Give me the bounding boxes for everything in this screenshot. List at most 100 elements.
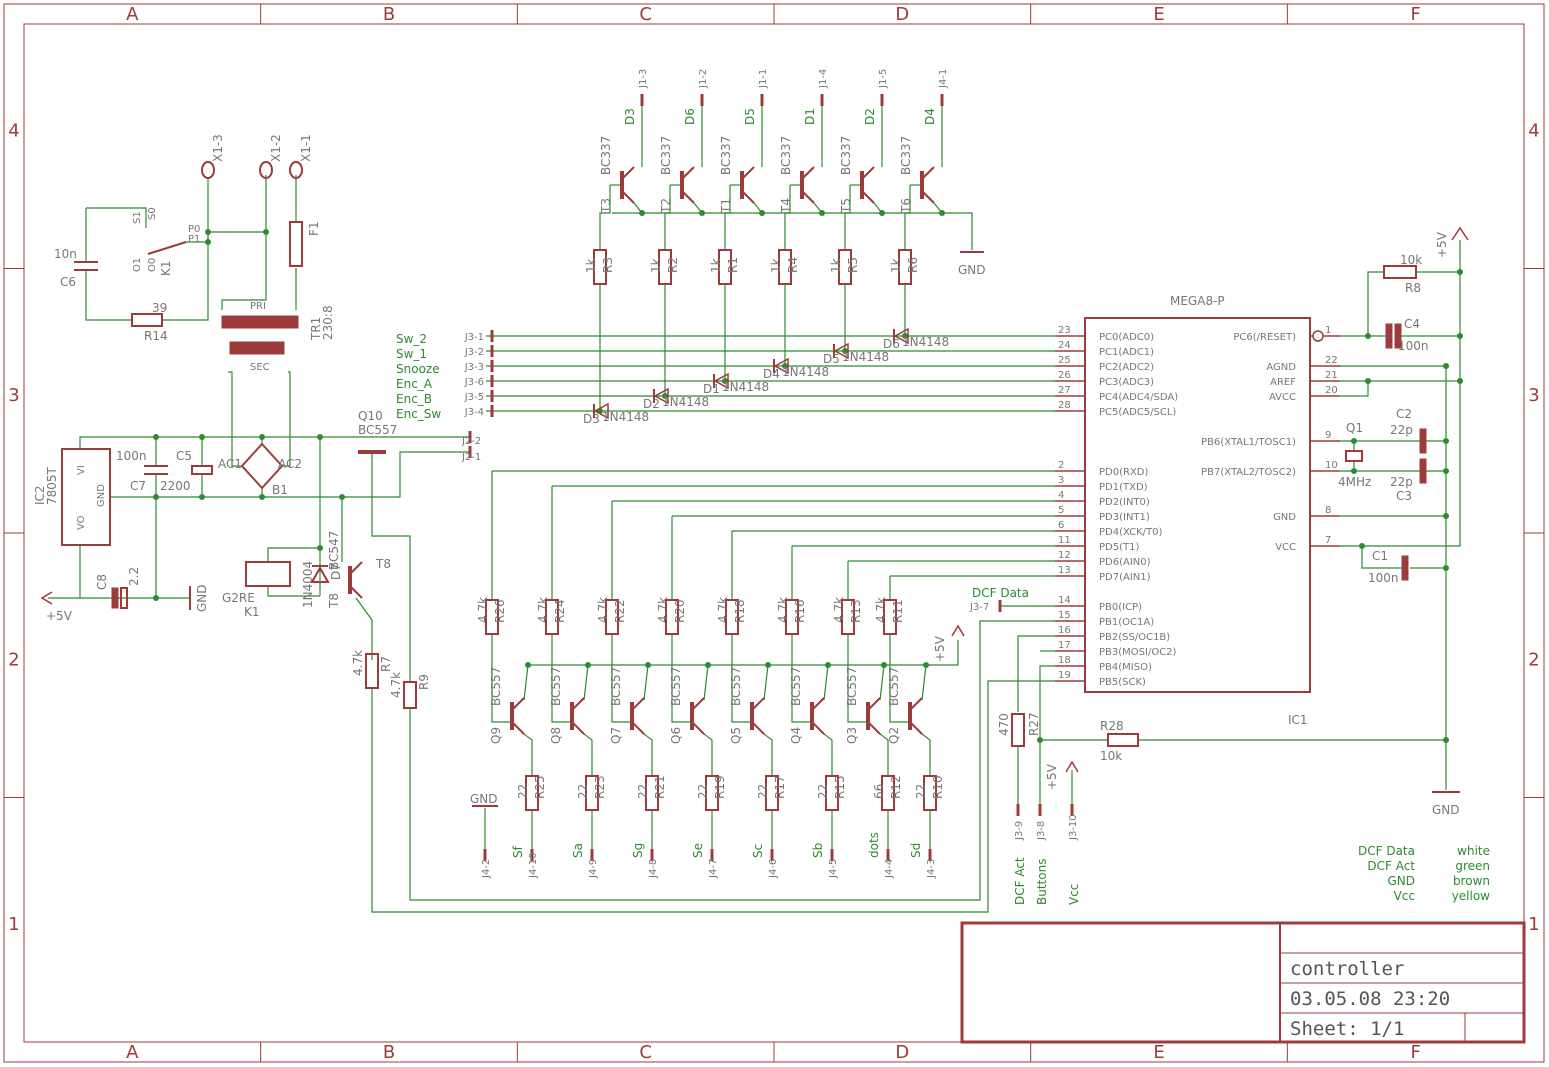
transistor-collector	[691, 697, 705, 711]
wire	[921, 664, 927, 701]
resistor-body	[485, 599, 499, 635]
vcc-arrow	[40, 591, 53, 605]
row-label-right: 3	[1528, 385, 1539, 406]
r8-name: R8	[1405, 281, 1421, 295]
resistor-name: R4	[786, 257, 800, 273]
segment-net-label: Sa	[571, 843, 585, 858]
digit-net-label: D5	[743, 108, 757, 125]
wire	[583, 733, 593, 776]
screw-terminal	[201, 161, 215, 179]
row-label-left: 2	[8, 649, 19, 670]
resistor-body	[785, 599, 799, 635]
connector-label: J4-7	[708, 859, 719, 879]
resistor-body	[923, 775, 937, 811]
mcu-pin-name: PD5(T1)	[1099, 542, 1139, 553]
resistor-value: 4.7k	[832, 597, 846, 623]
r28-name: R28	[1100, 719, 1124, 733]
c7-value: 100n	[116, 449, 147, 463]
column-label-bottom: D	[895, 1042, 909, 1063]
resistor-name: R23	[593, 775, 607, 799]
mcu-pin-name: PC1(ADC1)	[1099, 347, 1154, 358]
transistor-type: BC557	[729, 667, 743, 706]
bottom-net-label: DCF Act	[1013, 857, 1027, 905]
diode-type: 1N4148	[662, 395, 709, 409]
c2-name: C2	[1396, 407, 1412, 421]
wire	[731, 634, 750, 723]
transistor-type: BC337	[899, 136, 913, 175]
mcu-pin-number: 27	[1058, 385, 1071, 396]
wire	[267, 547, 320, 562]
c8-plate	[120, 587, 128, 609]
relay-name: K1	[244, 605, 260, 619]
mcu-pin-name: PD6(AIN0)	[1099, 557, 1151, 568]
junction-dot	[317, 545, 323, 551]
resistor-value: 22	[516, 784, 530, 799]
c5-value: 2200	[160, 479, 191, 493]
r28-body	[1107, 733, 1139, 747]
resistor-value: 4.7k	[716, 597, 730, 623]
c8-value: 2.2	[127, 567, 141, 586]
resistor-value: 66	[872, 784, 886, 799]
dcf-conn-label: J3-7	[969, 602, 989, 613]
transistor-emitter	[801, 190, 815, 204]
transistor-name: T2	[659, 198, 673, 214]
resistor-name: R17	[773, 775, 787, 799]
mcu-pin-name: PD3(INT1)	[1099, 512, 1150, 523]
diode-name: D4	[763, 367, 780, 381]
segment-net-label: dots	[867, 832, 881, 858]
wire	[763, 664, 769, 701]
connector-label: J4-6	[768, 859, 779, 879]
diode-body	[653, 387, 669, 405]
c6-value: 10n	[54, 247, 77, 261]
wire	[228, 371, 242, 467]
resistor-body	[585, 775, 599, 811]
bridge-ac2: AC2	[278, 457, 302, 471]
resistor-name: R5	[846, 257, 860, 273]
transformer-primary	[221, 315, 299, 329]
connector-label: J3-3	[464, 362, 484, 373]
connector-label: J1-5	[878, 69, 889, 89]
transistor-type: BC557	[789, 667, 803, 706]
diode-name: D1	[703, 382, 720, 396]
legend-color: brown	[1453, 874, 1490, 888]
resistor-body	[545, 599, 559, 635]
mcu-pin-number: 14	[1058, 595, 1071, 606]
wire	[528, 640, 959, 666]
mcu-pin-name: PB3(MOSI/OC2)	[1099, 647, 1177, 658]
transistor-type: BC337	[839, 136, 853, 175]
reg-pin-gnd: GND	[96, 484, 107, 507]
f1-name: F1	[307, 221, 321, 236]
column-label-top: F	[1410, 4, 1420, 25]
wire	[724, 185, 731, 250]
transistor-type: BC337	[599, 136, 613, 175]
connector-label: J3-6	[464, 377, 484, 388]
mcu-pin-name: PC2(ADC2)	[1099, 362, 1154, 373]
wire	[664, 185, 671, 250]
r7-body	[365, 653, 379, 689]
connector-label: J4-8	[648, 859, 659, 879]
column-label-top: E	[1153, 4, 1164, 25]
r7-name: R7	[379, 656, 393, 672]
d7-name: D7	[329, 563, 343, 580]
transistor-name: Q2	[887, 727, 901, 744]
junction-dot	[205, 239, 211, 245]
bottom-net-label: Buttons	[1035, 859, 1049, 905]
mcu-pin-number: 28	[1058, 400, 1071, 411]
junction-dot	[1037, 737, 1043, 743]
resistor-body	[725, 599, 739, 635]
mcu-pin-name: PD4(XCK/T0)	[1099, 527, 1162, 538]
wire	[921, 733, 931, 776]
legend-net: Vcc	[1394, 889, 1415, 903]
connector-label: J1-2	[698, 69, 709, 89]
mcu-pin-number: 11	[1058, 535, 1071, 546]
mcu-pin-name: AREF	[1270, 377, 1296, 388]
transistor-name: T8	[327, 593, 341, 609]
transistor-name: T6	[899, 198, 913, 214]
segment-net-label: Sd	[909, 843, 923, 858]
junction-dot	[1351, 438, 1357, 444]
transistor-name: Q6	[669, 727, 683, 744]
title-text: controller	[1290, 958, 1404, 980]
ic2-type: 7805T	[45, 466, 59, 505]
connector-label: J4-5	[828, 859, 839, 879]
resistor-body	[645, 775, 659, 811]
